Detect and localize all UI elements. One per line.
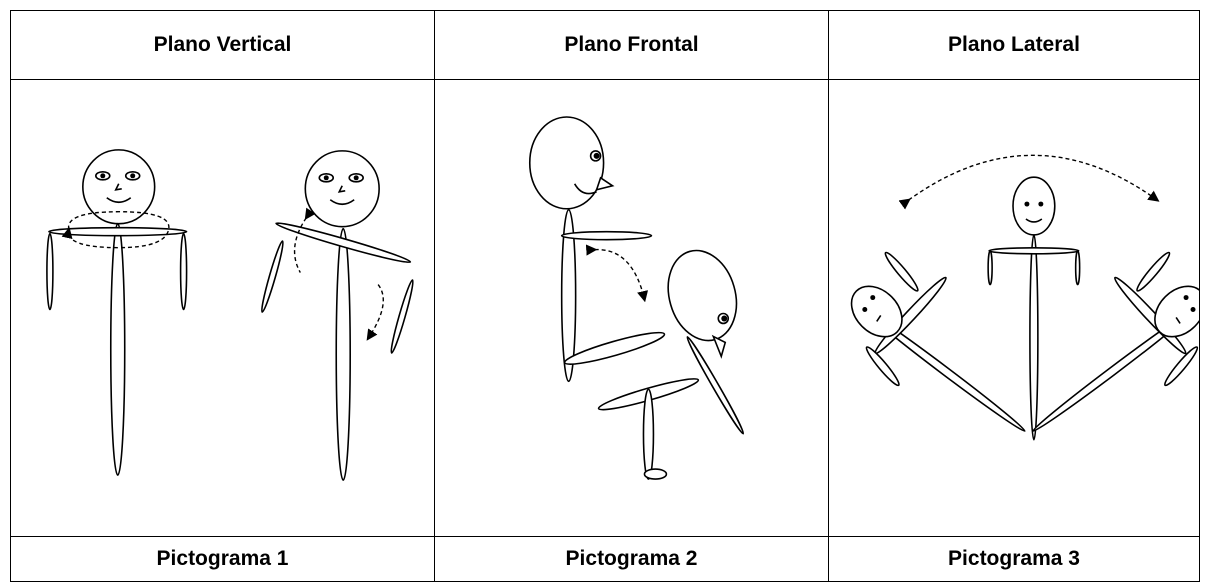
pictogram-3-cell [829, 80, 1199, 537]
pictogram-1-cell [11, 80, 435, 537]
pictogram-2-cell [435, 80, 829, 537]
header-plano-vertical: Plano Vertical [11, 11, 435, 80]
caption-pictograma-1: Pictograma 1 [11, 537, 435, 581]
header-plano-frontal: Plano Frontal [435, 11, 829, 80]
lateral-plane-figures-icon [850, 154, 1199, 441]
pictogram-table: Plano Vertical Plano Frontal Plano Later… [10, 10, 1200, 582]
header-plano-lateral: Plano Lateral [829, 11, 1199, 80]
vertical-plane-figures-icon [46, 149, 414, 481]
caption-pictograma-3: Pictograma 3 [948, 547, 1080, 570]
caption-pictograma-2: Pictograma 2 [435, 537, 829, 581]
frontal-plane-figure-icon [528, 116, 745, 480]
